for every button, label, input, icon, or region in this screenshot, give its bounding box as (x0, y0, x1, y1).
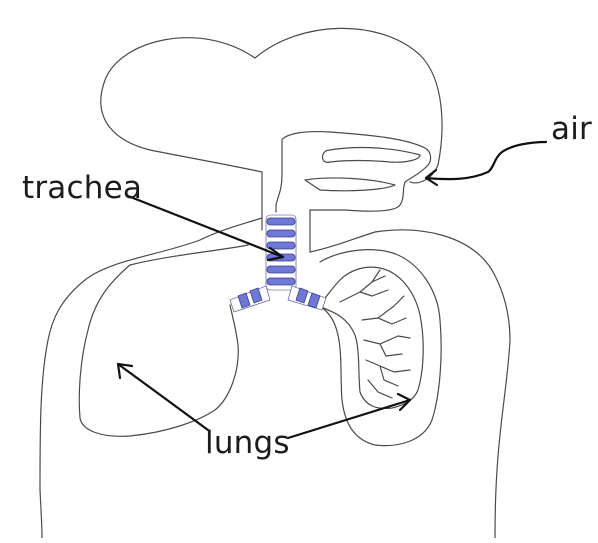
neck-shoulder-right (310, 210, 510, 538)
label-trachea: trachea (22, 173, 142, 204)
lungs-arrow-left (118, 364, 208, 430)
lungs-arrow-right (288, 400, 410, 438)
left-lung-outline (79, 245, 248, 436)
air-arrow (426, 142, 546, 179)
trachea-arrow (128, 196, 283, 257)
bronchial-branches (340, 270, 410, 398)
label-lungs: lungs (205, 428, 290, 459)
right-lung-outline (312, 250, 441, 446)
mouth-nasal-cavity (276, 132, 431, 212)
tongue-shape (305, 178, 395, 191)
label-air: air (551, 114, 592, 145)
head-body-outline (40, 28, 442, 538)
trachea (230, 215, 326, 312)
nasal-passage (323, 148, 421, 163)
